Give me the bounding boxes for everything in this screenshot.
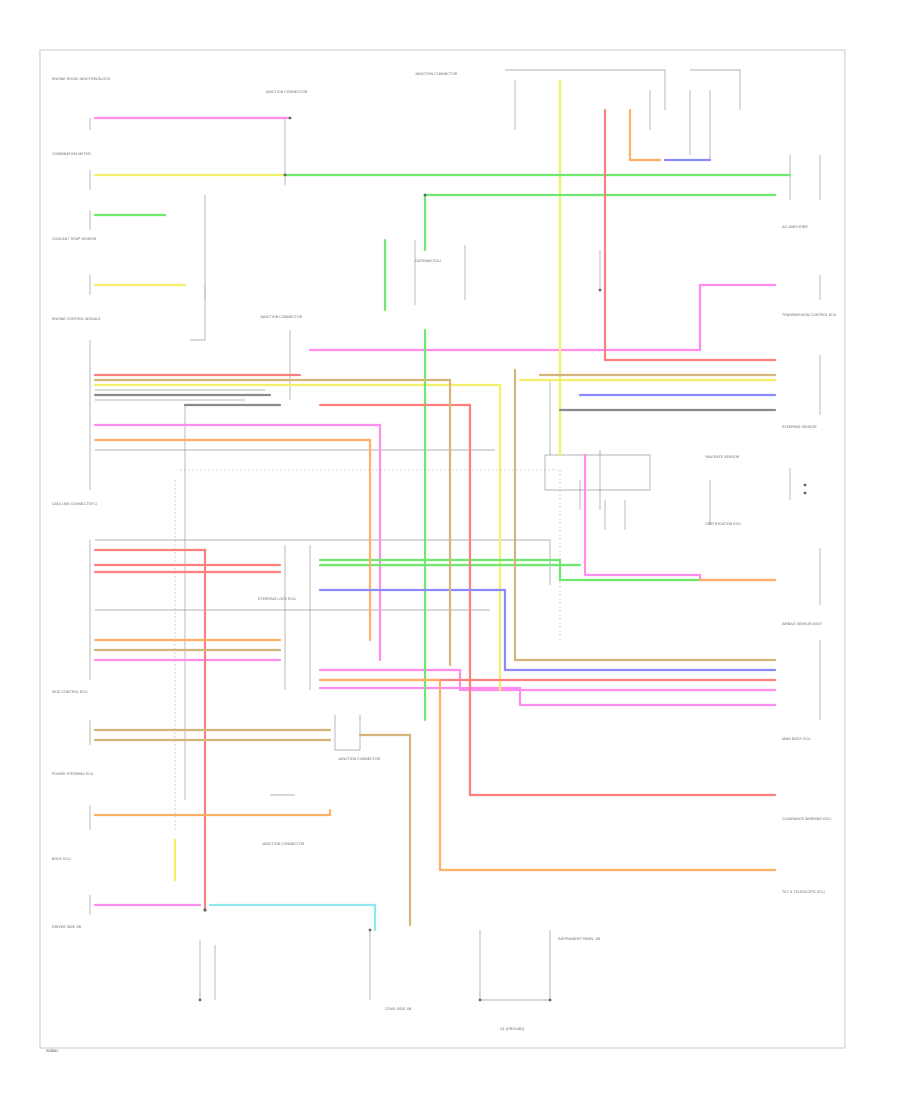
component-label-driver-side-jb: DRIVER SIDE J/B [52,925,82,929]
component-label-body-ecu: BODY ECU [52,857,71,861]
component-label-combination-meter: COMBINATION METER [52,152,91,156]
diagram-border [39,49,846,1049]
component-label-ac-amplifier: A/C AMPLIFIER [782,225,808,229]
component-label-junction-connector-1: JUNCTION CONNECTOR [265,90,308,94]
wire-tan [93,368,777,927]
diagram-code: W08584 [46,1049,58,1053]
center-component-labels: JUNCTION CONNECTOR JUNCTION CONNECTOR JU… [258,72,458,846]
component-label-certification-ecu: CERTIFICATION ECU [705,522,741,526]
component-label-main-body-ecu: MAIN BODY ECU [782,737,811,741]
component-label-yaw-rate-sensor: YAW RATE SENSOR [705,455,740,459]
component-label-steering-lock-ecu: STEERING LOCK ECU [258,597,296,601]
component-label-steering-sensor: STEERING SENSOR [782,425,817,429]
component-label-junction-connector-2: JUNCTION CONNECTOR [415,72,458,76]
component-label-gateway-ecu: GATEWAY ECU [415,259,441,263]
component-label-power-steering-ecu: POWER STEERING ECU [52,772,94,776]
component-label-tilt-telescopic-ecu: TILT & TELESCOPIC ECU [782,890,825,894]
wire-pink [93,116,777,907]
gray-structure [89,69,821,1001]
component-label-tcm: TRANSMISSION CONTROL ECU [782,313,837,317]
component-label-junction-connector-4: JUNCTION CONNECTOR [338,757,381,761]
component-label-junction-connector-5: JUNCTION CONNECTOR [262,842,305,846]
component-label-ecm: ENGINE CONTROL MODULE [52,317,101,321]
component-label-coolant-temp-sensor: COOLANT TEMP SENSOR [52,237,97,241]
wire-blue [318,158,777,672]
component-label-skid-control-ecu: SKID CONTROL ECU [52,690,88,694]
component-label-clearance-warning-ecu: CLEARANCE WARNING ECU [782,817,831,821]
right-component-labels: A/C AMPLIFIER TRANSMISSION CONTROL ECU S… [705,225,837,894]
wire-orange [93,108,777,872]
wire-red [93,108,777,912]
left-component-labels: ENGINE ROOM JUNCTION BLOCK COMBINATION M… [52,77,111,861]
component-label-airbag-sensor: AIRBAG SENSOR ASSY [782,622,823,626]
splice-points [198,116,807,1002]
component-label-engine-room-jb: ENGINE ROOM JUNCTION BLOCK [52,77,111,81]
wire-yellow [93,78,777,882]
component-label-ground-g1: G1 (GROUND) [500,1027,524,1031]
wire-lightblue [208,903,377,932]
component-label-cowl-side-jb: COWL SIDE J/B [385,1007,412,1011]
bottom-component-labels: DRIVER SIDE J/B COWL SIDE J/B INSTRUMENT… [52,925,601,1031]
wire-gray [93,393,777,412]
component-label-junction-connector-3: JUNCTION CONNECTOR [260,315,303,319]
component-label-instrument-panel-jb: INSTRUMENT PANEL J/B [558,937,601,941]
wire-green [93,173,792,722]
component-label-dlc3: DATA LINK CONNECTOR 3 [52,502,97,506]
